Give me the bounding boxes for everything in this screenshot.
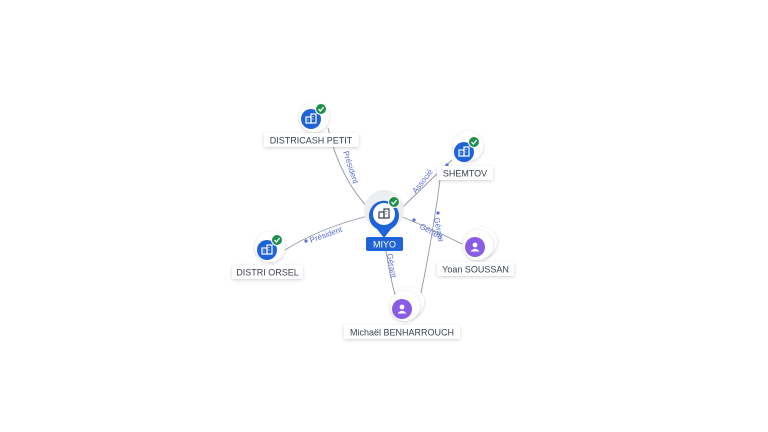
edge-label-districash-miyo: Président	[341, 150, 360, 186]
verified-check-icon	[270, 233, 284, 247]
node-label: DISTRI ORSEL	[236, 268, 299, 278]
edge-orsel-miyo	[284, 215, 369, 251]
edge-arrow	[436, 211, 440, 215]
edge-label-michael-miyo: Gérant	[385, 253, 398, 279]
center-label: MIYO	[373, 240, 396, 250]
center-node-miyo[interactable]: MIYO	[364, 190, 404, 251]
verified-check-icon	[467, 135, 481, 149]
building-icon	[378, 208, 390, 219]
edge-label-miyo-shemtov: Associé	[410, 167, 435, 195]
edge-yoan-miyo	[399, 215, 463, 245]
edge-arrow	[304, 239, 308, 243]
edge-arrow	[412, 218, 416, 222]
edge-label-michael-shemtov: Gérant	[432, 217, 445, 243]
edge-michael-shemtov	[419, 179, 441, 299]
verified-check-icon	[314, 102, 328, 116]
node-label: Michaël BENHARROUCH	[350, 328, 454, 338]
node-label: Yoan SOUSSAN	[442, 265, 509, 275]
node-label: SHEMTOV	[443, 169, 487, 179]
node-michael-benharrouch[interactable]: Michaël BENHARROUCH	[344, 287, 460, 339]
edge-arrow	[445, 163, 449, 167]
node-label: DISTRICASH PETIT	[270, 136, 353, 146]
center-badge	[366, 237, 403, 251]
node-yoan-soussan[interactable]: Yoan SOUSSAN	[437, 227, 514, 276]
node-districash-petit[interactable]: DISTRICASH PETIT	[264, 102, 359, 147]
edge-label-orsel-miyo: Président	[309, 225, 345, 245]
verified-check-icon	[387, 195, 401, 209]
node-shemtov[interactable]: SHEMTOV	[437, 131, 493, 180]
node-distri-orsel[interactable]: DISTRI ORSEL	[232, 232, 303, 279]
